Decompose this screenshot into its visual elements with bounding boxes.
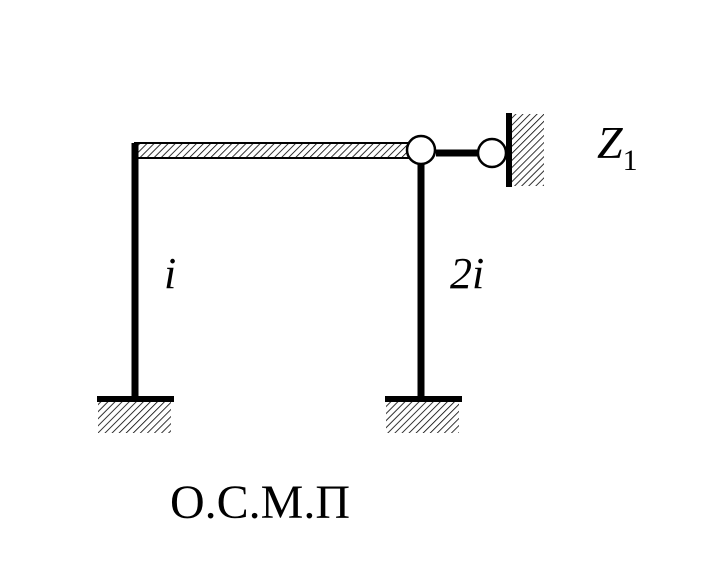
link-hinge bbox=[476, 137, 508, 169]
left-fixed-support bbox=[97, 396, 174, 433]
beam bbox=[134, 142, 422, 159]
unknown-symbol: Z bbox=[597, 117, 623, 168]
unknown-label: Z1 bbox=[597, 117, 638, 177]
left-column-stiffness-label: i bbox=[164, 249, 176, 298]
wall-support bbox=[506, 113, 544, 187]
right-column-stiffness-label: 2i bbox=[450, 249, 484, 298]
unknown-index: 1 bbox=[623, 144, 638, 177]
frame-hinge bbox=[405, 134, 437, 166]
diagram-caption: О.С.М.П bbox=[170, 476, 350, 529]
right-fixed-support bbox=[385, 396, 462, 433]
